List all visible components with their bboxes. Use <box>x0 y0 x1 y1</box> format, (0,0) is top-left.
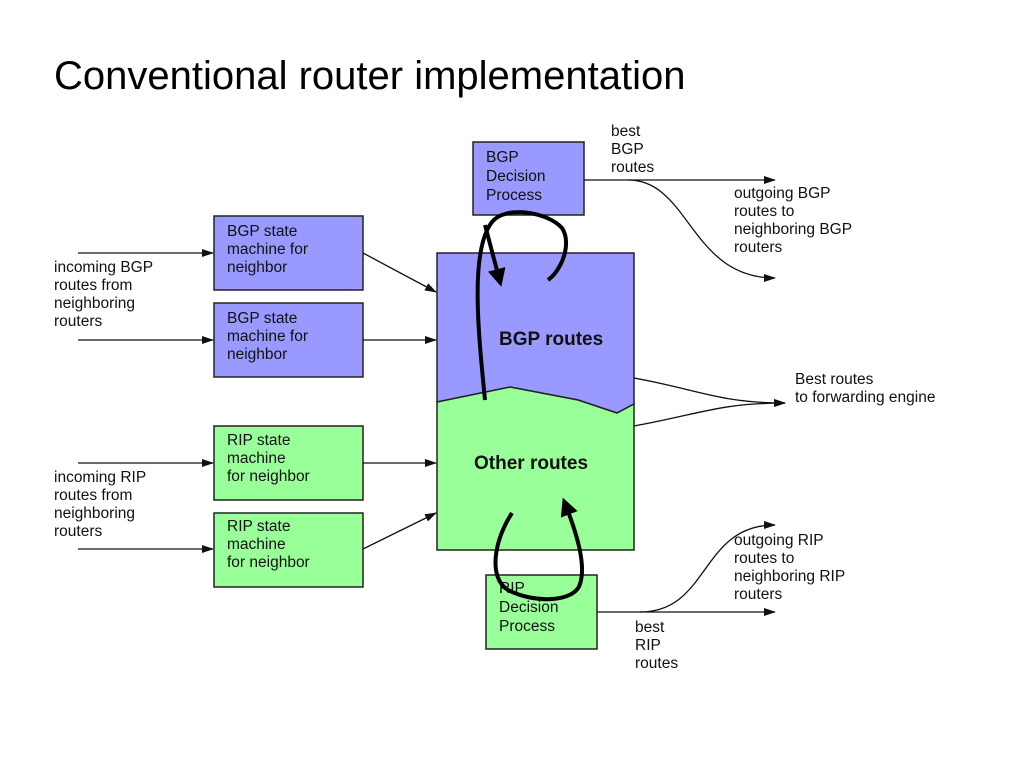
incoming-bgp-line: routers <box>54 313 102 330</box>
rip-state-machine-box <box>213 425 364 501</box>
bgp-state-machine-label: BGP state machine for neighbor <box>227 223 312 276</box>
other-routes-region <box>436 386 635 551</box>
best-bgp-line: routes <box>611 159 654 176</box>
bgp-decision-label: BGP Decision Process <box>486 149 550 204</box>
incoming-bgp-line: neighboring <box>54 295 135 312</box>
outgoing-bgp-line: routes to <box>734 203 794 220</box>
rip-sm2-line: RIP state <box>227 518 290 535</box>
outgoing-rip-line: outgoing RIP <box>734 532 823 549</box>
incoming-bgp-line: incoming BGP <box>54 259 153 276</box>
best-rip-line: best <box>635 619 665 636</box>
bgp-decision-line: Process <box>486 187 542 204</box>
rip-sm2-line: machine <box>227 536 286 553</box>
rip-sm2-line: for neighbor <box>227 554 310 571</box>
outgoing-bgp-line: routers <box>734 239 782 256</box>
incoming-rip-line: routers <box>54 523 102 540</box>
bgp-decision-line: BGP <box>486 149 518 166</box>
other-routes-label: Other routes <box>474 453 588 474</box>
outgoing-bgp-arrow <box>627 179 776 282</box>
rip-decision-line: Process <box>499 618 555 635</box>
rip-sm1-line: for neighbor <box>227 468 310 485</box>
rip-loop-arrow <box>493 497 584 602</box>
best-rip-label: best RIP routes <box>635 619 678 672</box>
outgoing-bgp-label: outgoing BGP routes to neighboring BGP r… <box>734 185 856 256</box>
bgp-sm2-line: neighbor <box>227 346 287 363</box>
bgp-sm2-line: machine for <box>227 328 308 345</box>
best-routes-arrow <box>633 377 786 407</box>
outgoing-rip-line: routes to <box>734 550 794 567</box>
incoming-rip-line: incoming RIP <box>54 469 146 486</box>
bgp-loop-arrow <box>475 210 568 401</box>
best-rip-line: routes <box>635 655 678 672</box>
rip-decision-label: RIP Decision Process <box>499 580 563 635</box>
bgp-loop-arrow <box>483 224 506 287</box>
incoming-rip-label: incoming RIP routes from neighboring rou… <box>54 469 150 540</box>
best-bgp-line: BGP <box>611 141 643 158</box>
bgp-state-machine-label: BGP state machine for neighbor <box>227 310 312 363</box>
best-routes-label: Best routes to forwarding engine <box>795 371 935 406</box>
outgoing-rip-arrow <box>639 521 776 613</box>
bgp-routes-label: BGP routes <box>499 329 603 350</box>
best-rip-line: RIP <box>635 637 661 654</box>
rip-state-machine-box <box>213 512 364 588</box>
bgp-decision-box <box>472 141 585 216</box>
outgoing-rip-line: neighboring RIP <box>734 568 845 585</box>
outgoing-bgp-line: neighboring BGP <box>734 221 852 238</box>
bgp-state-machine-box <box>213 215 364 291</box>
bgp-sm2-line: BGP state <box>227 310 297 327</box>
bgp-sm-to-rib-arrow <box>362 252 437 293</box>
incoming-bgp-label: incoming BGP routes from neighboring rou… <box>54 259 157 330</box>
best-bgp-label: best BGP routes <box>611 123 654 176</box>
rip-state-machine-label: RIP state machine for neighbor <box>227 432 310 485</box>
rip-decision-line: Decision <box>499 599 558 616</box>
best-routes-line: to forwarding engine <box>795 389 935 406</box>
best-routes-arrow <box>633 399 786 427</box>
rip-sm-to-rib-arrow <box>362 512 437 550</box>
best-bgp-line: best <box>611 123 641 140</box>
rip-sm1-line: RIP state <box>227 432 290 449</box>
rip-state-machine-label: RIP state machine for neighbor <box>227 518 310 571</box>
bgp-sm1-line: machine for <box>227 241 308 258</box>
bgp-decision-line: Decision <box>486 168 545 185</box>
outgoing-bgp-line: outgoing BGP <box>734 185 830 202</box>
bgp-sm1-line: neighbor <box>227 259 287 276</box>
page-title: Conventional router implementation <box>54 54 686 98</box>
incoming-rip-line: routes from <box>54 487 132 504</box>
incoming-bgp-line: routes from <box>54 277 132 294</box>
outgoing-rip-label: outgoing RIP routes to neighboring RIP r… <box>734 532 849 603</box>
rip-sm1-line: machine <box>227 450 286 467</box>
incoming-rip-line: neighboring <box>54 505 135 522</box>
bgp-sm1-line: BGP state <box>227 223 297 240</box>
outgoing-rip-line: routers <box>734 586 782 603</box>
best-routes-line: Best routes <box>795 371 874 388</box>
